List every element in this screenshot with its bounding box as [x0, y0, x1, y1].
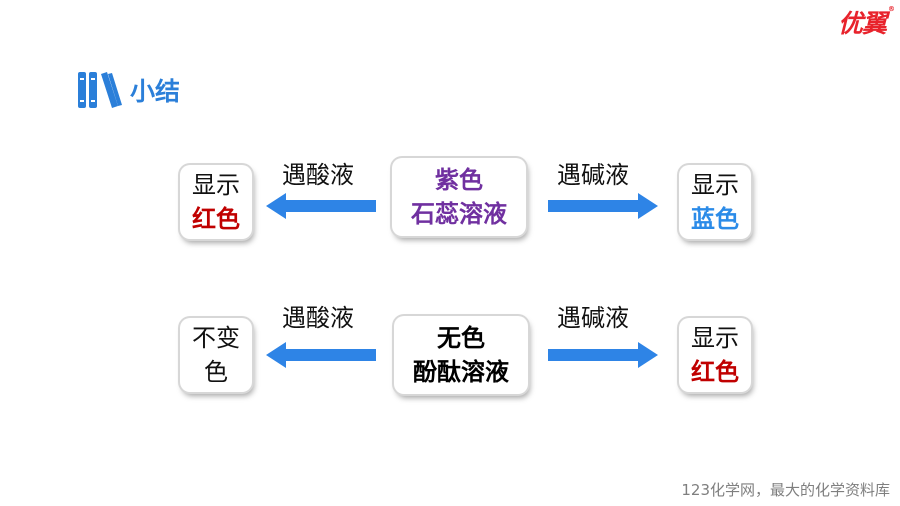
row2-right-line2: 红色	[691, 358, 739, 386]
brand-logo: 优翼 ®	[837, 4, 895, 40]
row1-right-line2: 蓝色	[691, 205, 739, 233]
row1-indicator-card: 紫色 石蕊溶液	[392, 158, 526, 236]
row1-left-line1: 显示	[192, 171, 240, 199]
row2-base-label: 遇碱液	[557, 304, 629, 332]
registered-mark: ®	[888, 5, 895, 13]
row2-right-arrow-icon	[548, 340, 658, 370]
row2-right-line1: 显示	[691, 324, 739, 352]
row1-right-result-card: 显示 蓝色	[679, 165, 751, 239]
row1-right-arrow-icon	[548, 191, 658, 221]
brand-logo-text: 优翼	[837, 9, 887, 38]
row1-indicator-line2: 石蕊溶液	[411, 200, 507, 228]
footer-watermark: 123化学网，最大的化学资料库	[681, 481, 890, 499]
row1-indicator-line1: 紫色	[435, 166, 483, 194]
row2-left-result-card: 不变 色	[180, 318, 252, 392]
row1-left-arrow-icon	[266, 191, 376, 221]
row1-acid-label: 遇酸液	[282, 161, 354, 189]
row2-indicator-line1: 无色	[437, 324, 485, 352]
row2-left-line2: 色	[204, 358, 228, 386]
row2-indicator-line2: 酚酞溶液	[413, 358, 509, 386]
section-header: 小结	[78, 70, 180, 110]
row2-right-result-card: 显示 红色	[679, 318, 751, 392]
row1-right-line1: 显示	[691, 171, 739, 199]
row2-left-line1: 不变	[192, 324, 240, 352]
row2-acid-label: 遇酸液	[282, 304, 354, 332]
section-title: 小结	[130, 77, 181, 106]
books-icon	[78, 72, 122, 108]
row1-left-line2: 红色	[192, 205, 240, 233]
row1-base-label: 遇碱液	[557, 161, 629, 189]
row2-left-arrow-icon	[266, 340, 376, 370]
row2-indicator-card: 无色 酚酞溶液	[394, 316, 528, 394]
row1-left-result-card: 显示 红色	[180, 165, 252, 239]
